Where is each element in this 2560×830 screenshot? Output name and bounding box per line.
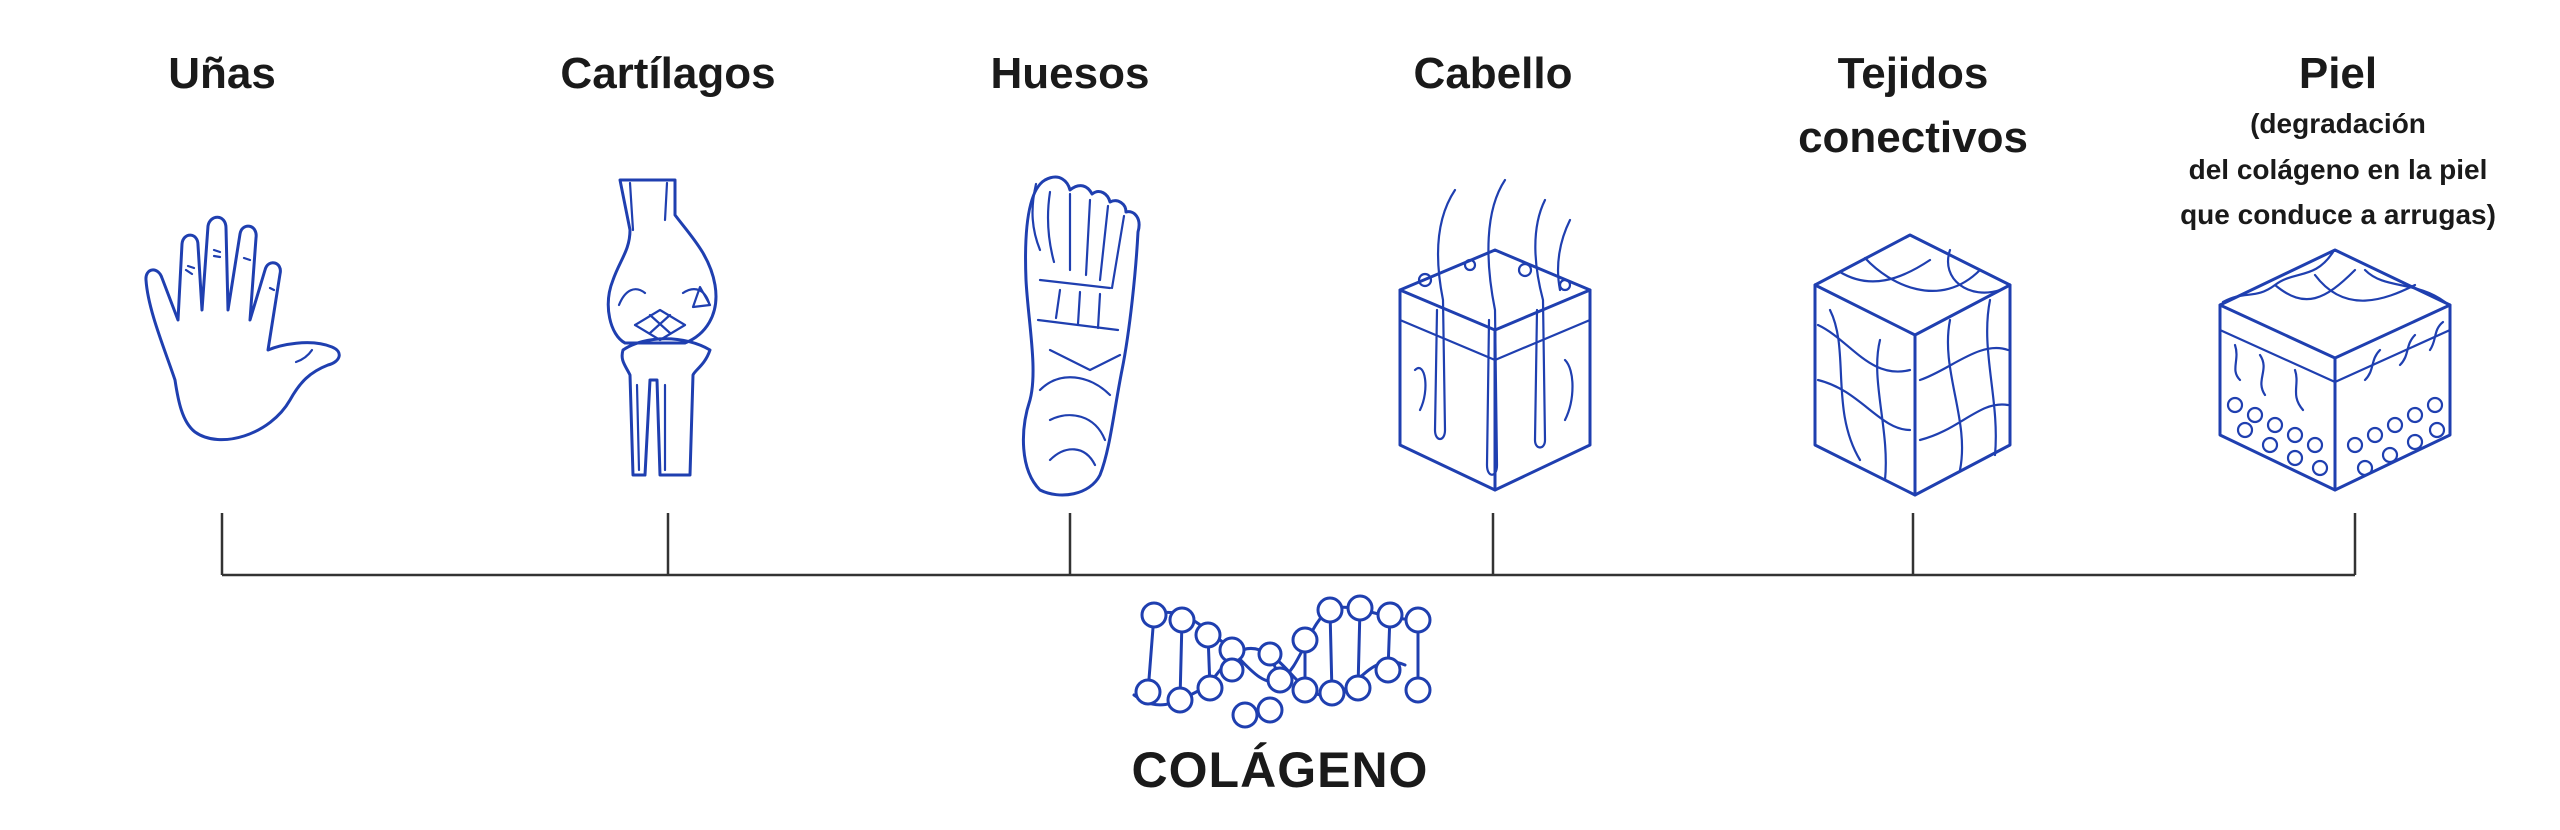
label-tejidos-line1: Tejidos: [1837, 49, 1989, 98]
skin-layers-icon: [2218, 248, 2452, 492]
connective-tissue-icon: [1813, 233, 2012, 497]
label-cabello: Cabello: [1413, 49, 1573, 98]
label-tejidos-line2: conectivos: [1798, 113, 2028, 162]
piel-subtitle-line1: (degradación: [2250, 108, 2426, 139]
piel-subtitle-line2: del colágeno en la piel: [2188, 154, 2488, 185]
piel-subtitle-line3: que conduce a arrugas): [2180, 199, 2496, 230]
hair-follicle-icon: [1398, 178, 1592, 492]
collagen-title: COLÁGENO: [1131, 742, 1429, 798]
foot-bones-icon: [1021, 175, 1141, 497]
label-piel: Piel: [2298, 49, 2378, 98]
label-unas: Uñas: [168, 49, 276, 98]
label-huesos: Huesos: [990, 49, 1150, 98]
label-cartilagos: Cartílagos: [560, 49, 776, 98]
collagen-helix-icon: [1132, 594, 1432, 729]
knee-joint-icon: [606, 178, 718, 477]
hand-icon: [144, 215, 341, 442]
